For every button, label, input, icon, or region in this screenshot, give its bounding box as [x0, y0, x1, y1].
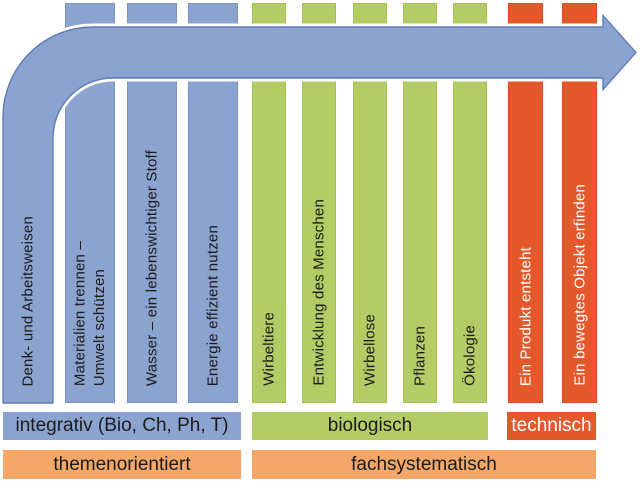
- orientation-label-fachsystematisch: fachsystematisch: [252, 450, 596, 479]
- column-bar-pflanzen: Pflanzen: [403, 3, 437, 403]
- group-label-text: technisch: [511, 415, 592, 436]
- column-label: Pflanzen: [411, 326, 429, 386]
- column-label: Ökologie: [461, 325, 479, 386]
- column-label: Energie effizient nutzen: [204, 224, 222, 386]
- column-label: Materialien trennen – Umwelt schützen: [71, 240, 109, 386]
- column-label: Wirbeltiere: [260, 312, 278, 386]
- group-label-biologisch: biologisch: [252, 412, 488, 440]
- column-bar-wirbellose: Wirbellose: [353, 3, 387, 403]
- column-bar-oekologie: Ökologie: [453, 3, 487, 403]
- column-label: Wasser – ein lebenswichtiger Stoff: [143, 149, 161, 386]
- orientation-label-text: fachsystematisch: [351, 453, 497, 475]
- orientation-label-text: themenorientiert: [53, 453, 191, 475]
- group-label-text: biologisch: [327, 415, 413, 436]
- column-label: Ein Produkt entsteht: [516, 246, 534, 386]
- column-label: Denk- und Arbeitsweisen: [19, 216, 37, 387]
- column-bar-energie: Energie effizient nutzen: [188, 3, 238, 403]
- column-bar-denk-arbeitsweisen: Denk- und Arbeitsweisen: [3, 3, 53, 403]
- column-label: Ein bewegtes Objekt erfinden: [570, 184, 588, 386]
- column-label: Entwicklung des Menschen: [310, 199, 328, 386]
- column-bar-materialien: Materialien trennen – Umwelt schützen: [65, 3, 115, 403]
- column-label: Wirbellose: [361, 313, 379, 386]
- group-label-technisch: technisch: [507, 412, 596, 440]
- column-bar-produkt: Ein Produkt entsteht: [508, 3, 543, 403]
- group-label-integrativ: integrativ (Bio, Ch, Ph, T): [3, 412, 241, 440]
- column-bar-wirbeltiere: Wirbeltiere: [252, 3, 286, 403]
- orientation-label-themenorientiert: themenorientiert: [3, 450, 241, 479]
- column-bar-entwicklung: Entwicklung des Menschen: [302, 3, 336, 403]
- column-bar-wasser: Wasser – ein lebenswichtiger Stoff: [127, 3, 177, 403]
- column-bar-objekt: Ein bewegtes Objekt erfinden: [562, 3, 597, 403]
- group-label-text: integrativ (Bio, Ch, Ph, T): [15, 415, 229, 436]
